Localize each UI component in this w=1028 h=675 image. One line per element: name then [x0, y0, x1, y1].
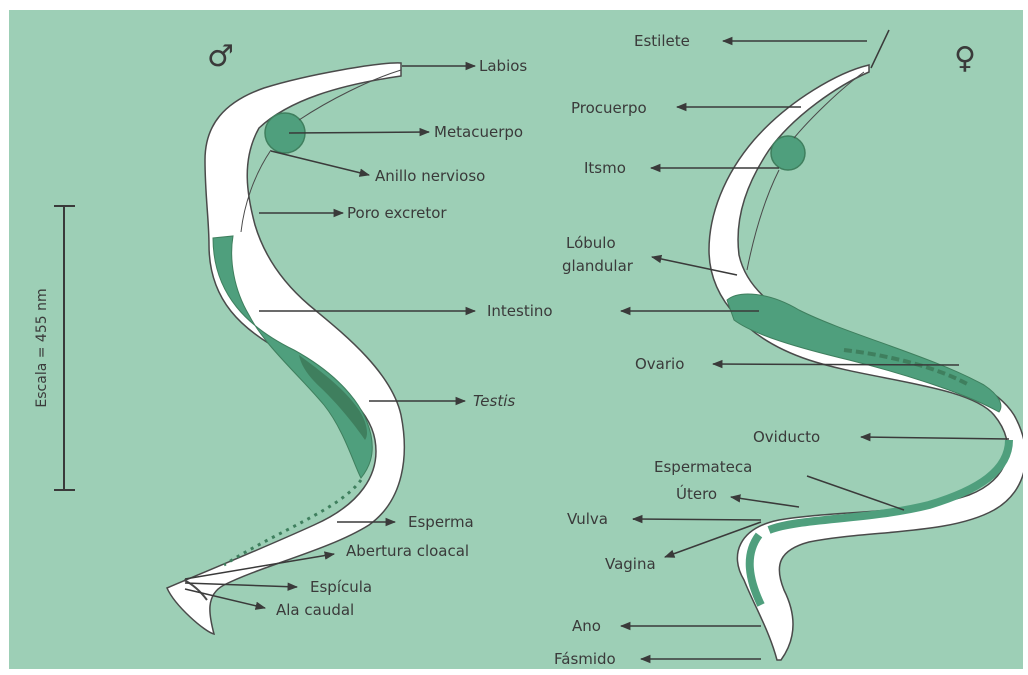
- label-fasmido: Fásmido: [554, 650, 616, 668]
- label-esperma: Esperma: [408, 513, 474, 531]
- female-symbol: ♀: [954, 41, 976, 76]
- label-metacuerpo: Metacuerpo: [434, 123, 523, 141]
- arrow-vulva: [633, 519, 761, 520]
- female-nematode: [709, 30, 1023, 660]
- female-metacorpus: [771, 136, 805, 170]
- arrow-utero: [731, 497, 799, 507]
- label-procuerpo: Procuerpo: [571, 99, 647, 117]
- label-ovario: Ovario: [635, 355, 684, 373]
- nematode-diagram: ♂ Labios Metacuerpo Anillo nervioso Poro…: [9, 10, 1023, 669]
- female-intestine: [727, 294, 1001, 412]
- arrow-anillo: [271, 151, 369, 175]
- label-intestino: Intestino: [487, 302, 553, 320]
- label-ano: Ano: [572, 617, 601, 635]
- label-oviducto: Oviducto: [753, 428, 820, 446]
- label-estilete: Estilete: [634, 32, 690, 50]
- label-labios: Labios: [479, 57, 527, 75]
- arrow-ovario: [713, 364, 959, 365]
- label-itsmo: Itsmo: [584, 159, 626, 177]
- label-vagina: Vagina: [605, 555, 656, 573]
- arrow-metacuerpo: [289, 132, 429, 133]
- label-ala-caudal: Ala caudal: [276, 601, 354, 619]
- male-symbol: ♂: [207, 39, 234, 74]
- scale-label: Escala = 455 nm: [34, 288, 50, 407]
- arrow-espermateca: [807, 476, 904, 510]
- diagram-canvas: ♂ Labios Metacuerpo Anillo nervioso Poro…: [9, 10, 1023, 669]
- label-utero: Útero: [676, 484, 717, 503]
- label-vulva: Vulva: [567, 510, 608, 528]
- label-testis: Testis: [473, 392, 515, 410]
- scale-bar: [54, 206, 75, 490]
- label-glandular: glandular: [562, 257, 634, 275]
- female-isthmus: [747, 170, 779, 270]
- label-espicula: Espícula: [310, 578, 372, 596]
- female-stylet: [871, 30, 889, 68]
- label-poro-excretor: Poro excretor: [347, 204, 447, 222]
- label-anillo-nervioso: Anillo nervioso: [375, 167, 485, 185]
- label-abertura-cloacal: Abertura cloacal: [346, 542, 469, 560]
- label-lobulo: Lóbulo: [566, 234, 616, 252]
- label-espermateca: Espermateca: [654, 458, 752, 476]
- arrow-oviducto: [861, 437, 1009, 439]
